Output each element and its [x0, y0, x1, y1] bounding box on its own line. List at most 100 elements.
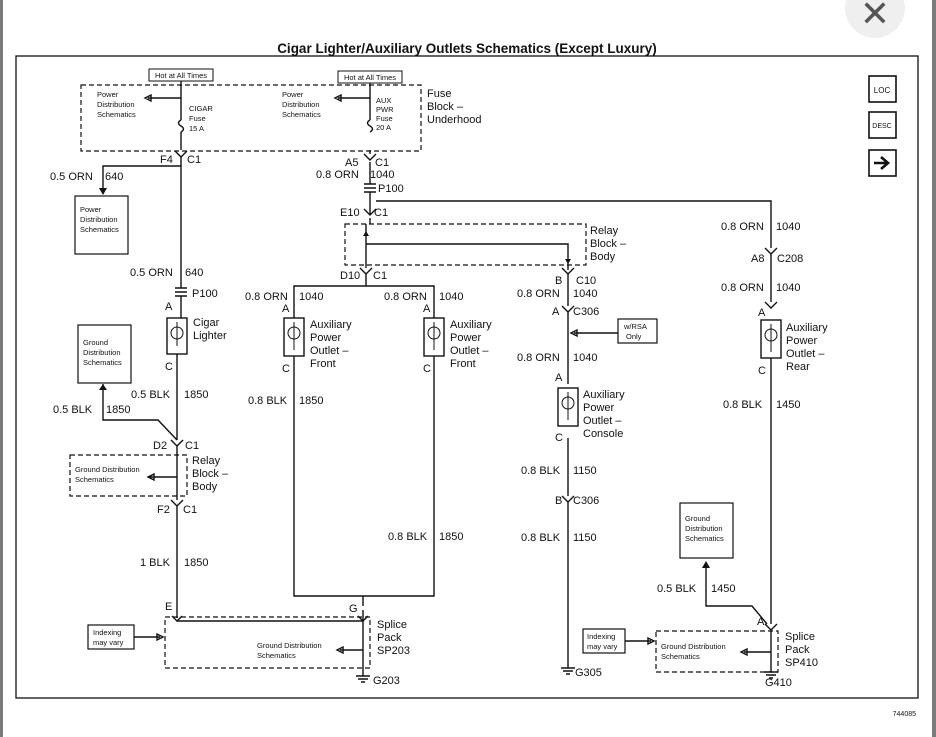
svg-text:Cigar: Cigar	[193, 317, 220, 329]
front-outlets-feed	[293, 274, 435, 318]
svg-text:Block –: Block –	[192, 468, 229, 480]
conn-c: C	[423, 363, 431, 375]
conn-d10-c1: C1	[373, 270, 387, 282]
hot-at-all-times-label-1: Hot at All Times	[148, 68, 214, 82]
svg-text:Schematics: Schematics	[97, 110, 136, 119]
wire-label: 0.8 BLK	[723, 399, 763, 411]
wire-label: 1450	[776, 399, 800, 411]
svg-text:Power: Power	[80, 205, 102, 214]
conn-e10: E10	[340, 207, 360, 219]
relay-block-body-label: Relay Block – Body	[590, 225, 627, 263]
desc-label: DESC	[872, 123, 891, 130]
aux-fuse-label: AUX PWR Fuse 20 A	[376, 96, 394, 132]
wire-label: 1040	[370, 169, 394, 181]
conn-a8: A8	[751, 253, 764, 265]
svg-text:Power: Power	[450, 332, 482, 344]
svg-text:Fuse: Fuse	[376, 114, 393, 123]
svg-text:Indexing: Indexing	[93, 628, 121, 637]
loc-label: LOC	[874, 86, 891, 95]
indexing-box-right: Indexing may vary	[582, 628, 626, 654]
cigar-lighter-device	[166, 317, 188, 355]
svg-text:Auxiliary: Auxiliary	[310, 319, 352, 331]
desc-button[interactable]: DESC	[868, 111, 897, 139]
wire-label: 0.8 ORN	[517, 352, 560, 364]
cigar-lighter-label: Cigar Lighter	[193, 317, 227, 342]
svg-text:Hot at All Times: Hot at All Times	[155, 71, 207, 80]
svg-text:Fuse: Fuse	[427, 88, 451, 100]
wire-label: 1150	[573, 532, 597, 544]
svg-text:Splice: Splice	[785, 631, 815, 643]
svg-text:Power: Power	[786, 335, 818, 347]
gds-arrow-left	[146, 472, 177, 482]
conn-e: E	[165, 601, 172, 613]
wire-label: 640	[185, 267, 203, 279]
conn-f4-c1: C1	[187, 154, 201, 166]
fuse-block-label: Fuse Block – Underhood	[427, 88, 481, 126]
wire-label: 0.8 BLK	[521, 532, 561, 544]
arrow-up-icon	[702, 561, 710, 568]
aux-connector-marks	[363, 153, 377, 216]
svg-text:Body: Body	[192, 481, 218, 493]
svg-text:Splice: Splice	[377, 619, 407, 631]
svg-text:Distribution: Distribution	[282, 100, 320, 109]
close-button[interactable]: ✕	[845, 0, 905, 38]
svg-text:Ground Distribution: Ground Distribution	[75, 465, 140, 474]
aux-outlet-console	[557, 387, 579, 427]
svg-text:Schematics: Schematics	[257, 651, 296, 660]
conn-p100-left: P100	[192, 288, 218, 300]
next-arrow-button[interactable]	[868, 149, 897, 177]
svg-text:Outlet –: Outlet –	[786, 348, 825, 360]
wire-label: 0.8 BLK	[248, 395, 288, 407]
conn-c: C	[165, 361, 173, 373]
wire-label: 0.8 ORN	[384, 291, 427, 303]
close-icon: ✕	[859, 0, 891, 34]
fuse-block-outline	[80, 84, 422, 152]
svg-text:CIGAR: CIGAR	[189, 104, 213, 113]
rear-ground-wire	[764, 358, 778, 672]
ground-symbol-g305	[561, 667, 575, 675]
svg-text:Relay: Relay	[192, 455, 221, 467]
svg-text:Auxiliary: Auxiliary	[450, 319, 492, 331]
relay-left-marks	[170, 439, 184, 507]
svg-text:Pack: Pack	[785, 644, 810, 656]
svg-text:Schematics: Schematics	[282, 110, 321, 119]
wire-label: 1 BLK	[140, 557, 171, 569]
c306-marks	[561, 305, 575, 503]
wire-label: 1850	[184, 389, 208, 401]
wire-label: 1040	[573, 352, 597, 364]
wire-label: 0.5 BLK	[657, 583, 697, 595]
conn-c306-top: C306	[573, 306, 599, 318]
svg-text:Outlet –: Outlet –	[450, 345, 489, 357]
pds-branch-wire	[102, 165, 181, 188]
svg-text:w/RSA: w/RSA	[623, 322, 647, 331]
sp203-marks	[171, 615, 369, 622]
conn-p100-mid: P100	[378, 183, 404, 195]
conn-a5: A5	[345, 157, 358, 169]
relay-arrows	[363, 231, 571, 264]
arrow-up-icon	[99, 384, 107, 390]
conn-d2: D2	[153, 440, 167, 452]
aux-outlet-front-1	[283, 317, 305, 357]
svg-text:Distribution: Distribution	[83, 348, 121, 357]
gds-inline-sp410: Ground Distribution Schematics	[661, 642, 726, 661]
svg-text:15 A: 15 A	[189, 124, 204, 133]
svg-text:Distribution: Distribution	[685, 524, 723, 533]
ground-symbol-g410	[764, 671, 778, 679]
svg-text:Power: Power	[583, 402, 615, 414]
wire-label: 0.8 BLK	[521, 465, 561, 477]
loc-button[interactable]: LOC	[868, 75, 897, 103]
conn-a: A	[165, 301, 173, 313]
conn-c208: C208	[777, 253, 803, 265]
svg-text:Fuse: Fuse	[189, 114, 206, 123]
wire-label: 1450	[711, 583, 735, 595]
svg-text:Lighter: Lighter	[193, 330, 227, 342]
svg-text:Body: Body	[590, 251, 616, 263]
svg-text:Power: Power	[310, 332, 342, 344]
wire-label: 0.8 ORN	[517, 288, 560, 300]
ground-symbol-g203	[356, 668, 370, 683]
indexing-box-left: Indexing may vary	[87, 624, 135, 650]
wire-label: 0.8 ORN	[721, 221, 764, 233]
pds-arrows	[143, 93, 370, 103]
ground-g305-label: G305	[575, 667, 602, 679]
conn-a: A	[555, 372, 563, 384]
